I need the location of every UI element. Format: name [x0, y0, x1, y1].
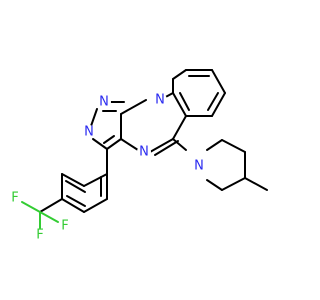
atom-bg — [192, 159, 206, 173]
benzo-ring — [172, 69, 226, 117]
atom-label-fluorine: F — [11, 191, 18, 206]
bond — [120, 99, 147, 115]
bond — [221, 139, 246, 153]
bond-cf — [39, 211, 59, 223]
bond-double-inner — [179, 92, 190, 111]
triazole-ring — [90, 101, 125, 150]
bond — [39, 198, 63, 213]
bond — [61, 198, 85, 213]
atom-labels: N N N N N F F F — [11, 93, 206, 243]
atom-bg — [153, 93, 167, 107]
bond — [211, 69, 226, 94]
atom-bg — [82, 125, 96, 139]
atom-label-nitrogen: N — [194, 159, 204, 174]
bond-methyl — [244, 177, 268, 191]
atom-label-fluorine: F — [36, 228, 43, 243]
bond — [92, 138, 108, 150]
bond — [83, 173, 108, 187]
atom-label-fluorine: F — [61, 219, 68, 234]
bond-double-inner — [103, 135, 115, 144]
piperidine-ring — [195, 139, 268, 191]
bond — [172, 92, 187, 117]
quinazoline-ring — [120, 92, 187, 156]
bond-double-inner — [66, 195, 86, 207]
molecule-structure: N N N N N F F F — [11, 69, 268, 243]
bond — [172, 69, 187, 80]
atom-label-nitrogen: N — [139, 145, 149, 160]
bond — [206, 179, 223, 191]
bond — [206, 139, 223, 151]
bond — [83, 198, 108, 213]
bond — [120, 138, 139, 151]
bond — [211, 92, 226, 117]
bond — [106, 138, 122, 150]
bond — [221, 177, 246, 191]
bond — [172, 115, 187, 140]
atom-label-nitrogen: N — [84, 125, 94, 140]
atom-label-nitrogen: N — [155, 93, 165, 108]
atom-label-nitrogen: N — [99, 95, 109, 110]
phenyl-ring — [21, 148, 108, 229]
bond — [90, 108, 98, 127]
atom-bg — [97, 95, 111, 109]
bond — [172, 138, 187, 151]
bond — [149, 138, 174, 153]
bond-double-inner — [207, 92, 219, 111]
atom-bg — [137, 145, 151, 159]
bond-double-inner — [154, 140, 179, 156]
bond — [61, 173, 85, 187]
molecule-canvas: N N N N N F F F — [11, 69, 268, 243]
bond-double-inner — [65, 180, 86, 193]
bond-cf — [21, 201, 41, 213]
